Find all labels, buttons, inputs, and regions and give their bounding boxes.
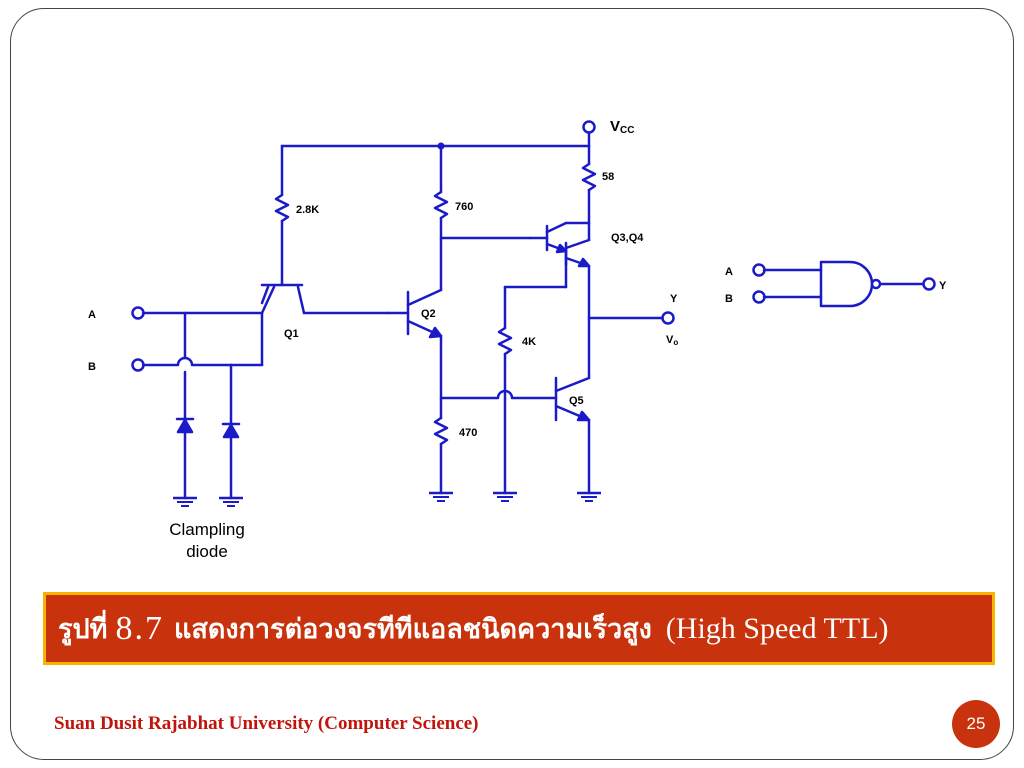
caption-english-text: (High Speed TTL) [665,611,889,645]
gate-y-label: Y [939,280,947,292]
gate-b-label: B [725,293,733,305]
output-y-terminal [661,311,675,325]
resistor-58 [581,162,597,192]
caption-prefix: รูปที่ [58,614,108,644]
resistor-2-8k [274,193,290,223]
ground-icon [427,491,455,503]
output-vo-label: Vo [666,334,678,347]
figure-caption: รูปที่ 8.7 แสดงการต่อวงจรทีทีแอลชนิดความ… [43,592,995,665]
resistor-760 [433,190,449,220]
input-a-label: A [88,309,96,321]
q2-label: Q2 [421,308,436,320]
r2-8k-label: 2.8K [296,204,319,216]
q1-label: Q1 [284,328,299,340]
institution-footer: Suan Dusit Rajabhat University (Computer… [54,713,479,734]
ground-icon [491,491,519,503]
clamping-diode-label-2: diode [186,542,228,561]
r760-label: 760 [455,201,473,213]
vcc-label: VCC [610,118,634,136]
r58-label: 58 [602,171,614,183]
clamping-diode-label-1: Clampling [169,520,245,539]
gate-output-y [922,277,936,291]
nand-gate-icon [819,260,874,308]
page-number-badge: 25 [952,700,1000,748]
ground-icon [217,496,245,508]
r470-label: 470 [459,427,477,439]
ground-icon [171,496,199,508]
resistor-470 [433,416,449,446]
output-y-label: Y [670,293,678,305]
caption-number: 8.7 [115,609,164,647]
ground-icon [575,491,603,503]
caption-thai-text: แสดงการต่อวงจรทีทีแอลชนิดความเร็วสูง [173,614,652,644]
input-b-label: B [88,361,96,373]
vcc-terminal [582,120,596,134]
resistor-4k [497,326,513,356]
clamp-diode-b [222,423,240,439]
q5-label: Q5 [569,395,584,407]
gate-a-label: A [725,266,733,278]
q3-q4-label: Q3,Q4 [611,232,644,244]
r4k-label: 4K [522,336,536,348]
clamp-diode-a [176,418,194,434]
